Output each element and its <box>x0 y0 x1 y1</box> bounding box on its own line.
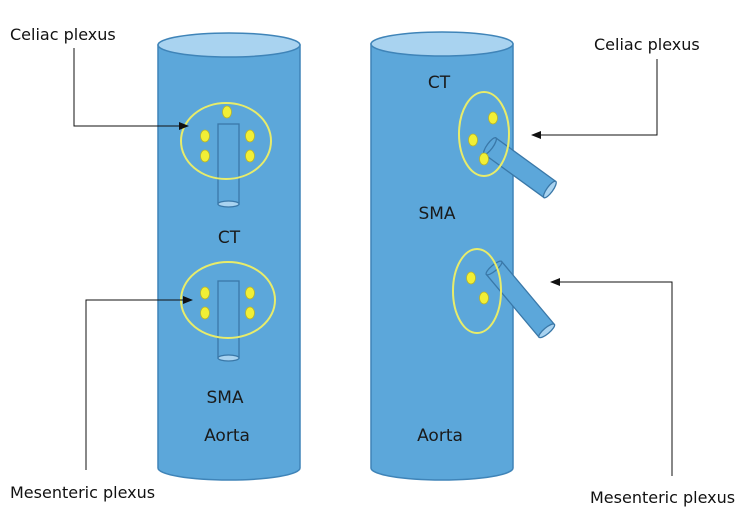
ganglion <box>245 306 255 320</box>
right-ct-label: CT <box>428 73 451 93</box>
right-aorta <box>370 31 514 481</box>
left-celiac-trunk <box>217 123 240 208</box>
left-celiac-plexus-label: Celiac plexus <box>10 25 116 44</box>
right-sma <box>485 260 556 339</box>
ganglion <box>200 129 210 143</box>
left-ct-label: CT <box>218 228 241 248</box>
ganglion <box>479 152 489 166</box>
right-aorta-label: Aorta <box>417 426 463 446</box>
left-aorta-opening <box>157 32 301 58</box>
left-sma-label: SMA <box>206 388 243 408</box>
right-celiac-leader <box>531 59 658 139</box>
left-celiac-trunk-end <box>217 200 240 208</box>
right-celiac-trunk-end <box>542 180 557 199</box>
left-mesenteric-plexus-label: Mesenteric plexus <box>10 483 155 502</box>
ganglion <box>245 286 255 300</box>
left-celiac-leader <box>73 48 189 130</box>
right-mesenteric-plexus-label: Mesenteric plexus <box>590 488 735 507</box>
ganglion <box>245 149 255 163</box>
left-celiac-plexus <box>180 102 272 180</box>
ganglion <box>222 105 232 119</box>
ganglion <box>245 129 255 143</box>
right-celiac-plexus-ring <box>458 91 510 177</box>
right-celiac-trunk <box>482 137 557 199</box>
right-aorta-body <box>370 43 514 481</box>
right-sma-origin <box>485 260 503 276</box>
left-sma <box>217 280 240 362</box>
left-mesenteric-plexus <box>180 261 276 339</box>
right-mesenteric-leader <box>550 278 673 476</box>
ganglion <box>200 149 210 163</box>
right-celiac-plexus-label: Celiac plexus <box>594 35 700 54</box>
right-mesenteric-plexus <box>452 248 502 334</box>
right-celiac-plexus <box>458 91 510 177</box>
left-sma-end <box>217 354 240 362</box>
ganglion <box>468 133 478 147</box>
ganglion <box>200 306 210 320</box>
right-sma-label: SMA <box>418 204 455 224</box>
ganglion <box>200 286 210 300</box>
right-aorta-opening <box>370 31 514 57</box>
left-sma-body <box>217 280 240 359</box>
ganglion <box>479 291 489 305</box>
right-sma-end <box>538 323 556 339</box>
ganglion <box>488 111 498 125</box>
ganglion <box>466 271 476 285</box>
left-aorta-label: Aorta <box>204 426 250 446</box>
left-celiac-trunk-body <box>217 123 240 205</box>
left-aorta <box>157 32 301 481</box>
right-mesenteric-plexus-ring <box>452 248 502 334</box>
left-mesenteric-leader <box>85 296 193 470</box>
left-celiac-plexus-ring <box>180 102 272 180</box>
